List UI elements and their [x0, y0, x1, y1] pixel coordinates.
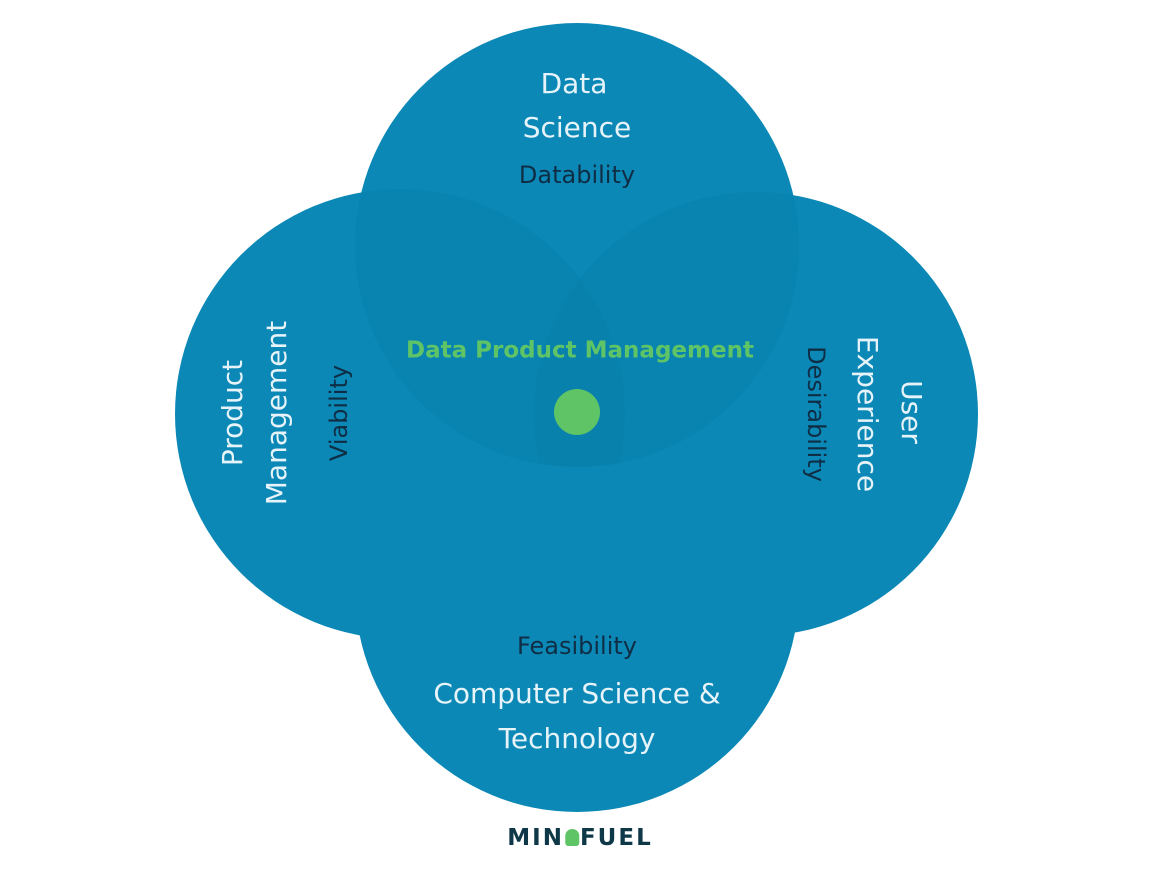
- flame-icon: [564, 829, 579, 846]
- logo-text-left: MIN: [507, 825, 564, 851]
- product-management-title-line2: Management: [260, 320, 293, 506]
- center-label: Data Product Management: [406, 337, 754, 364]
- product-management-title-line1: Product: [216, 359, 249, 467]
- user-experience-title-line1: User: [895, 380, 928, 444]
- desirability-label: Desirability: [802, 346, 830, 482]
- viability-label: Viability: [325, 364, 353, 462]
- computer-science-title-line1: Computer Science &: [433, 677, 721, 710]
- logo-text-right: FUEL: [579, 825, 653, 851]
- user-experience-title-line2: Experience: [851, 335, 884, 493]
- data-science-title-line1: Data: [540, 67, 608, 100]
- computer-science-title-line2: Technology: [498, 722, 656, 755]
- datability-label: Datability: [518, 161, 636, 189]
- mindfuel-logo: MIN FUEL: [507, 825, 652, 851]
- circle-computer-science: [355, 368, 799, 812]
- data-science-title-line2: Science: [522, 111, 632, 144]
- center-dot: [554, 389, 600, 435]
- feasibility-label: Feasibility: [517, 632, 637, 660]
